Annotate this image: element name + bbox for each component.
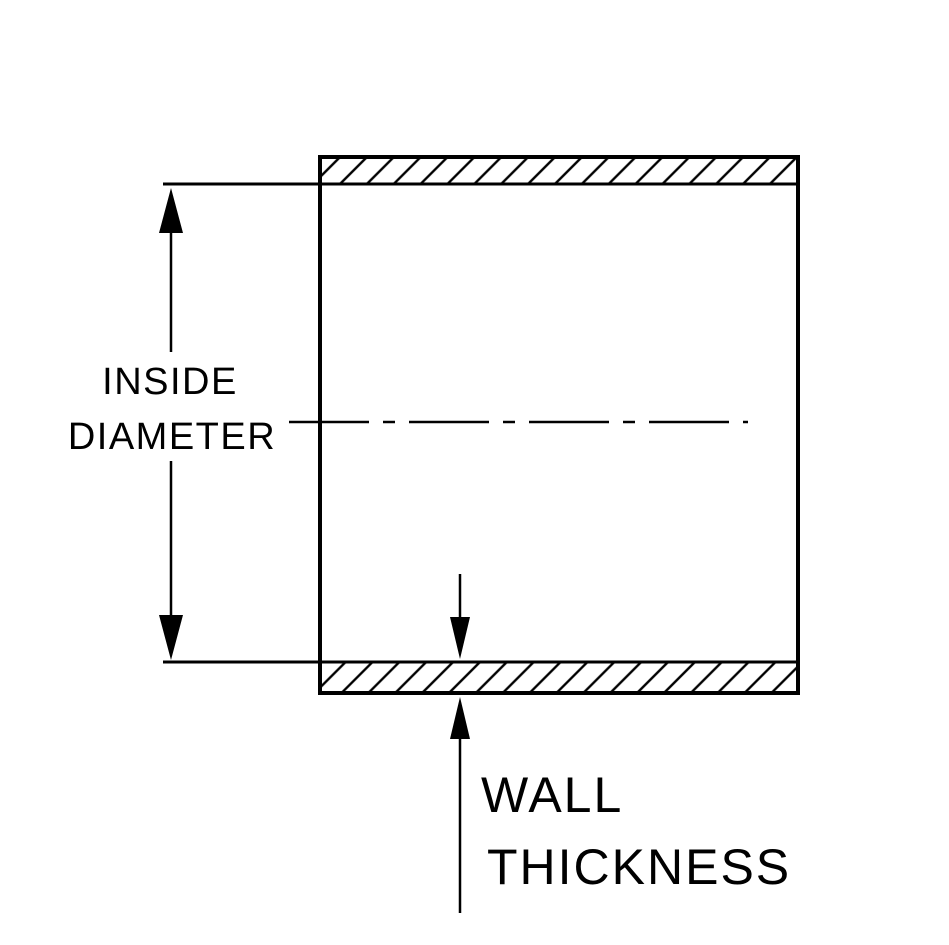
inside-diameter-label-line2: DIAMETER [68, 416, 276, 458]
arrow-up-icon [159, 188, 183, 233]
arrow-up-to-wall-icon [450, 697, 470, 739]
wall-thickness-callout: WALL THICKNESS [450, 574, 791, 913]
wall-thickness-label-line1: WALL [481, 767, 623, 823]
arrow-down-to-wall-icon [450, 617, 470, 659]
arrow-down-icon [159, 615, 183, 660]
top-wall-hatch [320, 157, 798, 183]
inside-diameter-label-line1: INSIDE [102, 361, 238, 403]
inside-diameter-dimension: INSIDE DIAMETER [68, 188, 276, 660]
wall-thickness-label-line2: THICKNESS [487, 839, 791, 895]
tube-outline [318, 155, 800, 695]
bottom-wall-hatch [320, 663, 798, 693]
tube-cross-section [163, 155, 800, 695]
